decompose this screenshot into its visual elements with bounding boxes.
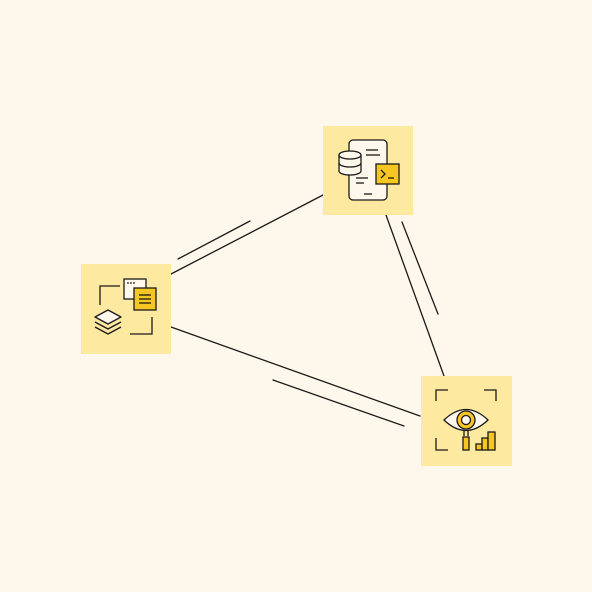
document-icon (133, 287, 157, 311)
node-data-layers (81, 264, 171, 354)
edges (170, 194, 445, 427)
node-tile (81, 264, 171, 354)
edge-data-layers-monitoring (170, 326, 421, 427)
edge-data-layers-mobile-app (170, 194, 324, 275)
node-monitoring (421, 376, 512, 466)
database-icon (338, 150, 362, 176)
layers-icon (94, 309, 122, 335)
node-mobile-app (323, 126, 413, 215)
edge-mobile-app-monitoring (385, 214, 445, 377)
terminal-icon (375, 163, 400, 185)
bar-chart-icon (475, 431, 496, 451)
focus-frame-icon (435, 389, 497, 451)
magnifier-icon (456, 410, 476, 451)
frame-brackets-icon (99, 285, 153, 335)
